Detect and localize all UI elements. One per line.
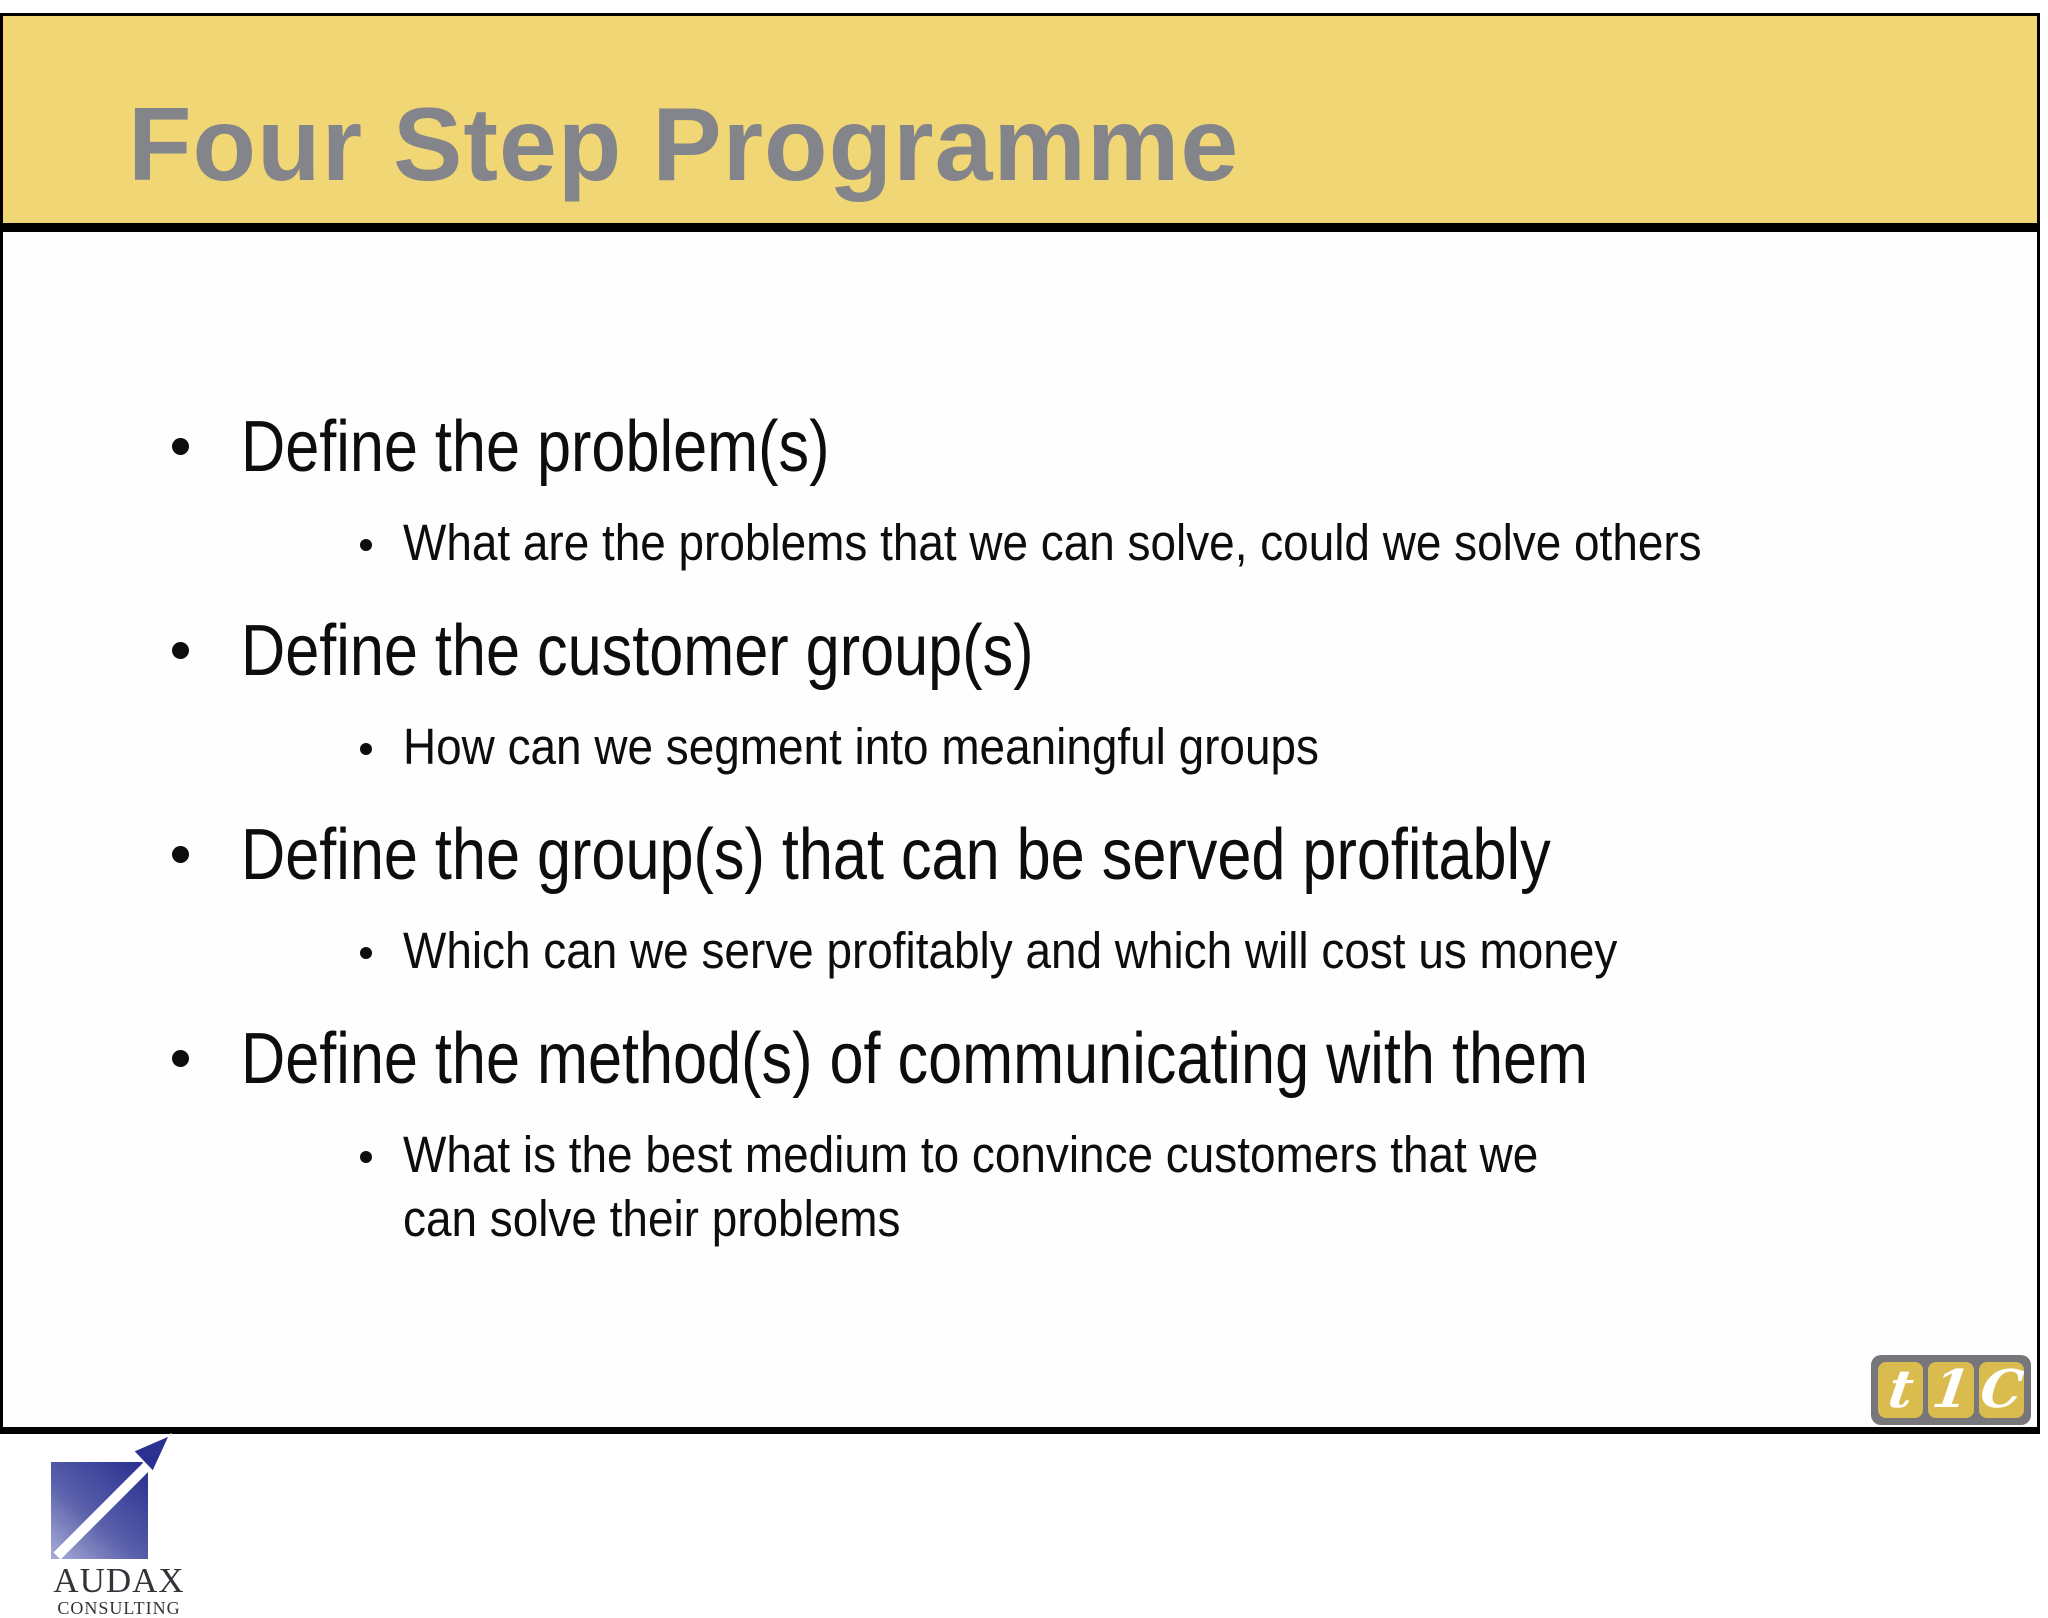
- tic-logo-tile: t: [1878, 1362, 1924, 1418]
- sub-bullet-dot: [360, 947, 372, 959]
- tic-letter: t: [1884, 1362, 1918, 1418]
- tic-logo: t 1 C: [1871, 1355, 2031, 1425]
- sub-bullet-line: What is the best medium to convince cust…: [403, 1126, 1539, 1183]
- audax-logo-name: AUDAX: [53, 1561, 185, 1600]
- bullet-item-4: Define the method(s) of communicating wi…: [168, 1019, 2007, 1099]
- sub-bullet-line: Which can we serve profitably and which …: [403, 922, 1618, 979]
- sub-bullet-text: What is the best medium to convince cust…: [403, 1123, 1664, 1251]
- bullet-dot: [172, 846, 189, 863]
- sub-bullet-item-3: Which can we serve profitably and which …: [358, 919, 2007, 983]
- bullet-item-1: Define the problem(s): [168, 407, 2007, 487]
- sub-bullet-dot: [360, 1151, 372, 1163]
- audax-logo-subname: CONSULTING: [57, 1598, 181, 1618]
- sub-bullet-dot: [360, 743, 372, 755]
- bullet-dot: [172, 642, 189, 659]
- slide-title: Four Step Programme: [128, 87, 1240, 203]
- sub-bullet-item-1: What are the problems that we can solve,…: [358, 511, 2007, 575]
- bullet-item-2: Define the customer group(s): [168, 611, 2007, 691]
- tic-logo-tile: C: [1978, 1362, 2024, 1418]
- sub-bullet-item-2: How can we segment into meaningful group…: [358, 715, 2007, 779]
- sub-bullet-text: Which can we serve profitably and which …: [403, 919, 1752, 983]
- tic-letter: C: [1978, 1362, 2024, 1418]
- bullet-list: Define the problem(s) What are the probl…: [3, 232, 2037, 1251]
- bullet-label: Define the customer group(s): [241, 611, 1034, 691]
- bullet-label: Define the method(s) of communicating wi…: [241, 1019, 1588, 1099]
- sub-bullet-text: What are the problems that we can solve,…: [403, 511, 1846, 575]
- audax-arrow-icon: [51, 1433, 172, 1560]
- sub-bullet-dot: [360, 539, 372, 551]
- tic-letter: 1: [1928, 1362, 1974, 1418]
- bullet-dot: [172, 438, 189, 455]
- bullet-item-3: Define the group(s) that can be served p…: [168, 815, 2007, 895]
- bullet-label: Define the problem(s): [241, 407, 830, 487]
- sub-bullet-line: can solve their problems: [403, 1190, 901, 1247]
- slide-body: Define the problem(s) What are the probl…: [3, 232, 2037, 1618]
- bullet-label: Define the group(s) that can be served p…: [241, 815, 1551, 895]
- sub-bullet-line: What are the problems that we can solve,…: [403, 514, 1702, 571]
- slide: Four Step Programme Define the problem(s…: [0, 13, 2040, 1618]
- sub-bullet-text: How can we segment into meaningful group…: [403, 715, 1421, 779]
- sub-bullet-item-4: What is the best medium to convince cust…: [358, 1123, 2007, 1251]
- tic-logo-tile: 1: [1928, 1362, 1974, 1418]
- sub-bullet-line: How can we segment into meaningful group…: [403, 718, 1319, 775]
- audax-logo: AUDAX CONSULTING: [49, 1432, 189, 1618]
- bullet-dot: [172, 1050, 189, 1067]
- slide-header: Four Step Programme: [3, 16, 2037, 232]
